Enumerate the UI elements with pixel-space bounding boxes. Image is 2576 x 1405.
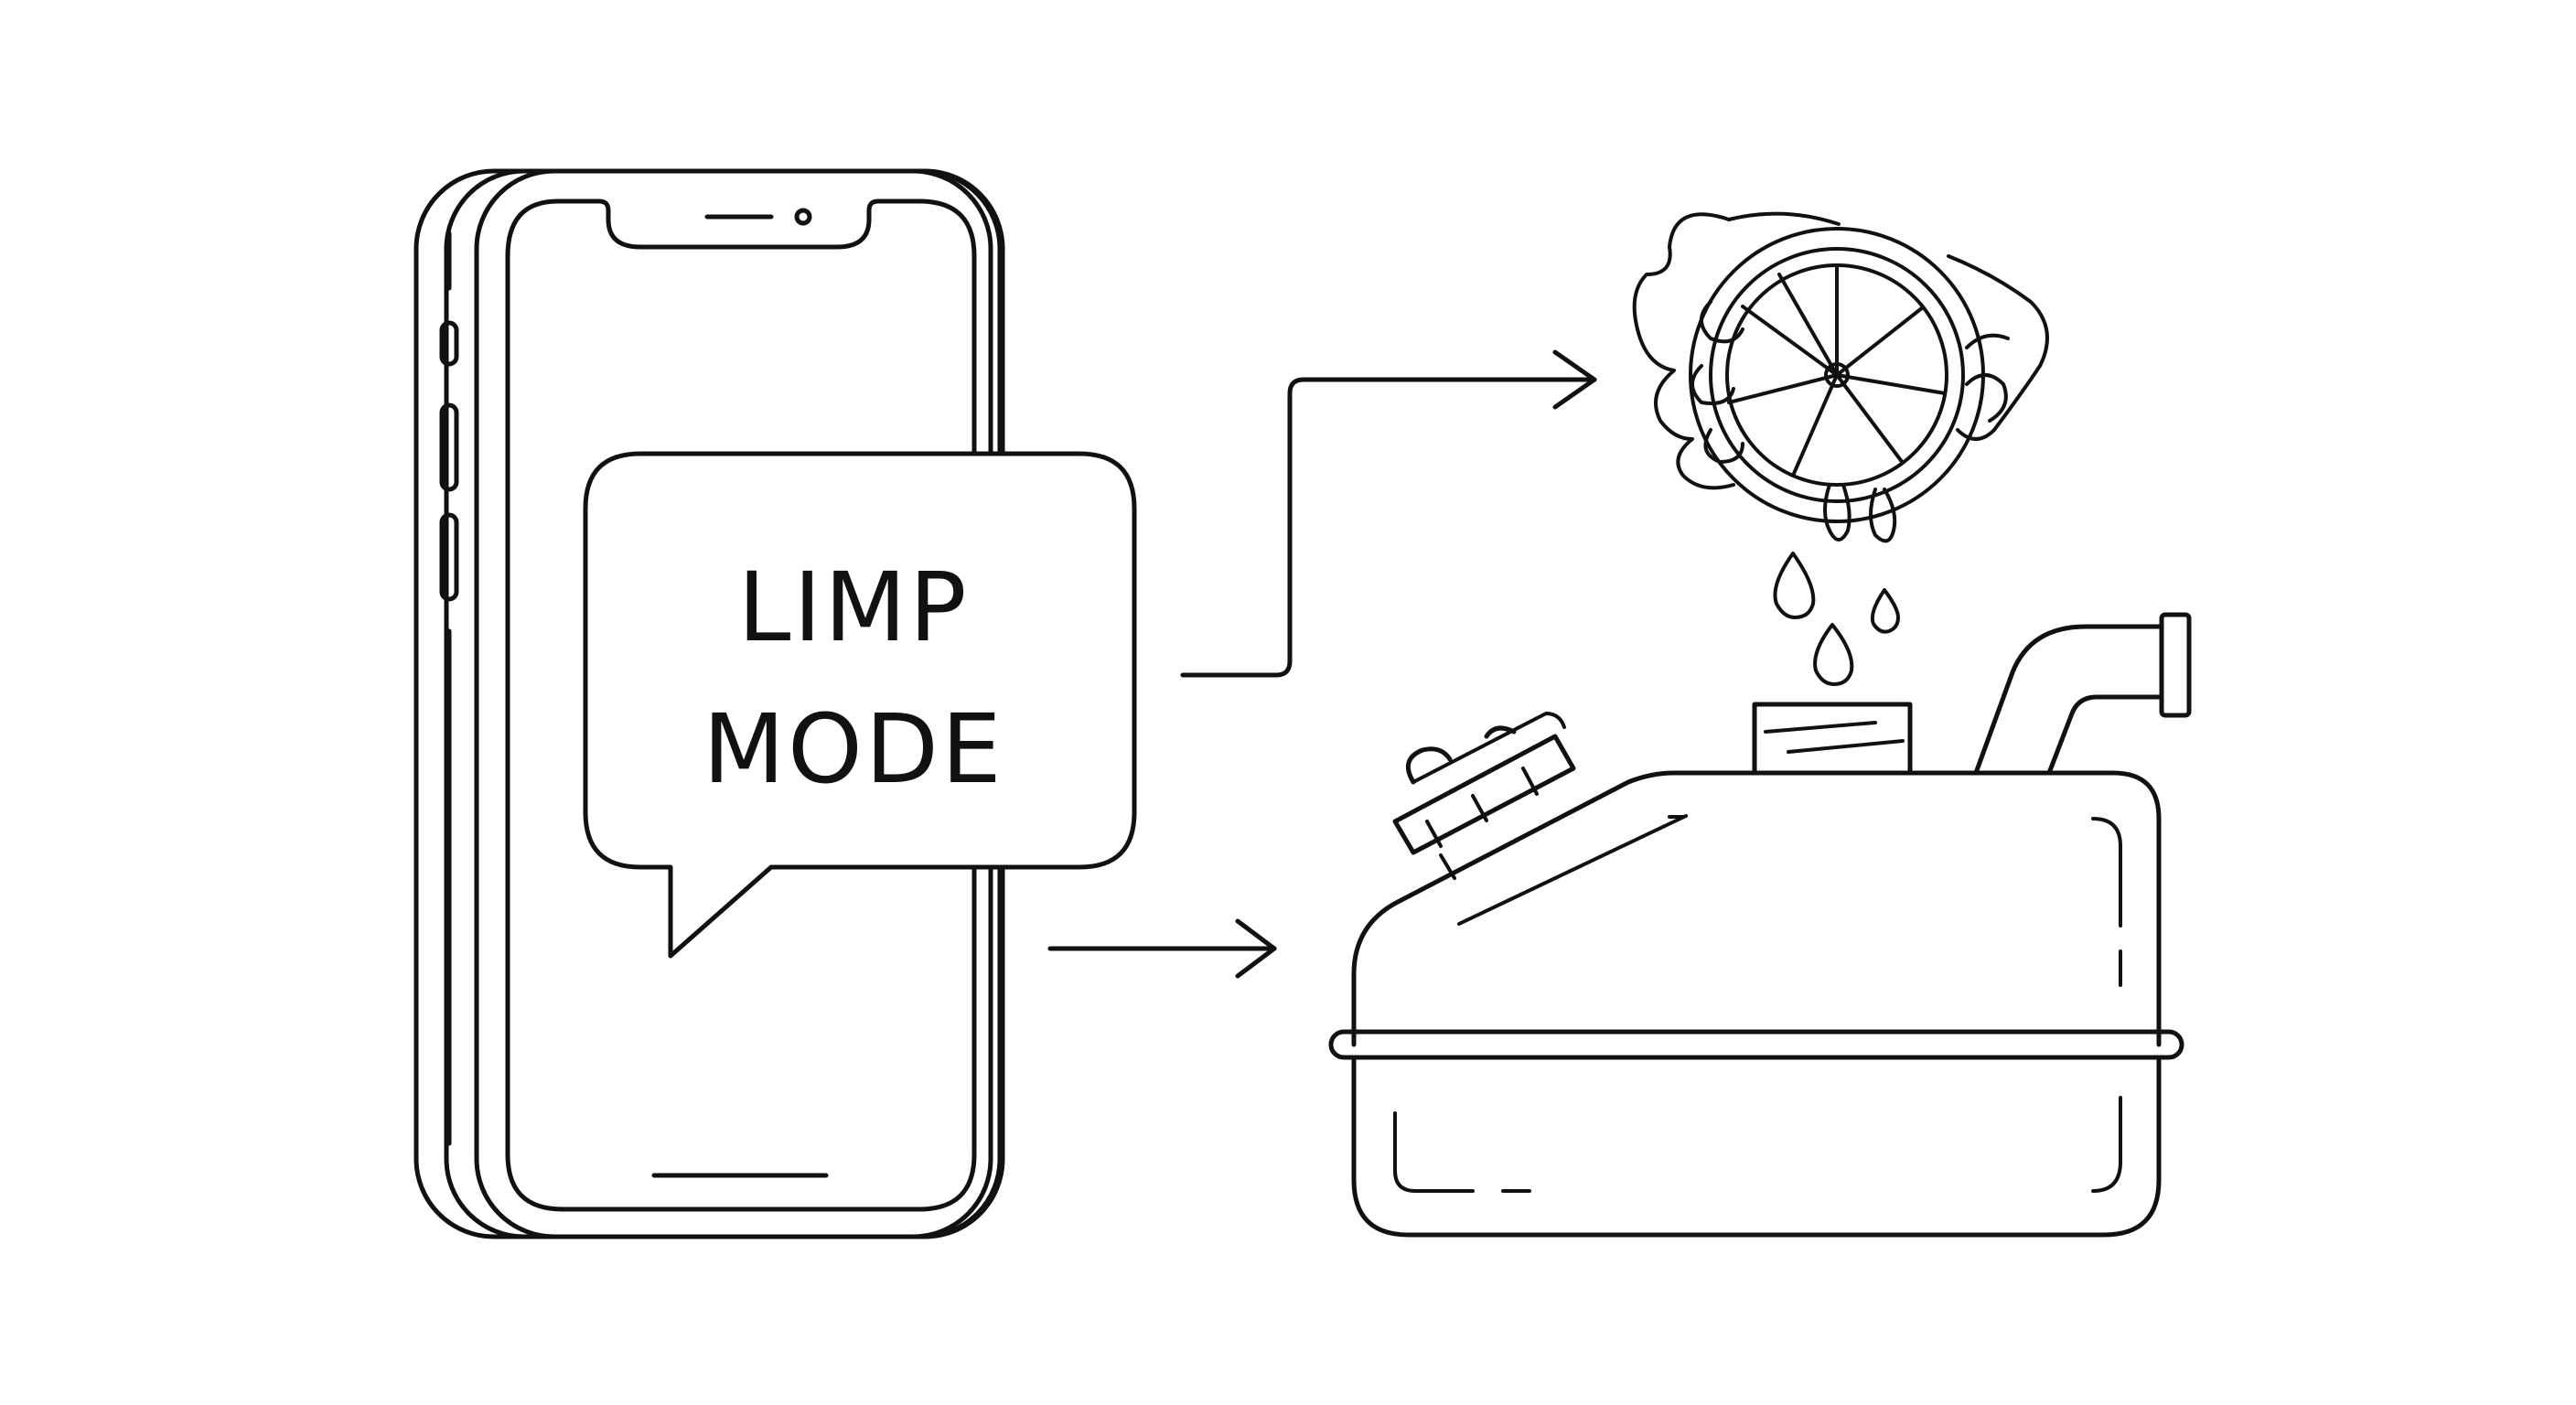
jerry-can-icon — [1328, 612, 2192, 1238]
arrow-to-fruit — [1180, 349, 1597, 678]
arrow-to-can — [1047, 918, 1277, 979]
juice-drops — [1773, 552, 1900, 686]
bubble-line-2: MODE — [703, 693, 1004, 805]
speech-bubble-icon: LIMP MODE — [583, 451, 1137, 959]
can-handle — [1392, 712, 1576, 880]
bubble-line-1: LIMP — [737, 552, 969, 663]
citrus-squeeze-icon — [1632, 211, 2049, 543]
citrus-segments — [1727, 263, 1947, 477]
